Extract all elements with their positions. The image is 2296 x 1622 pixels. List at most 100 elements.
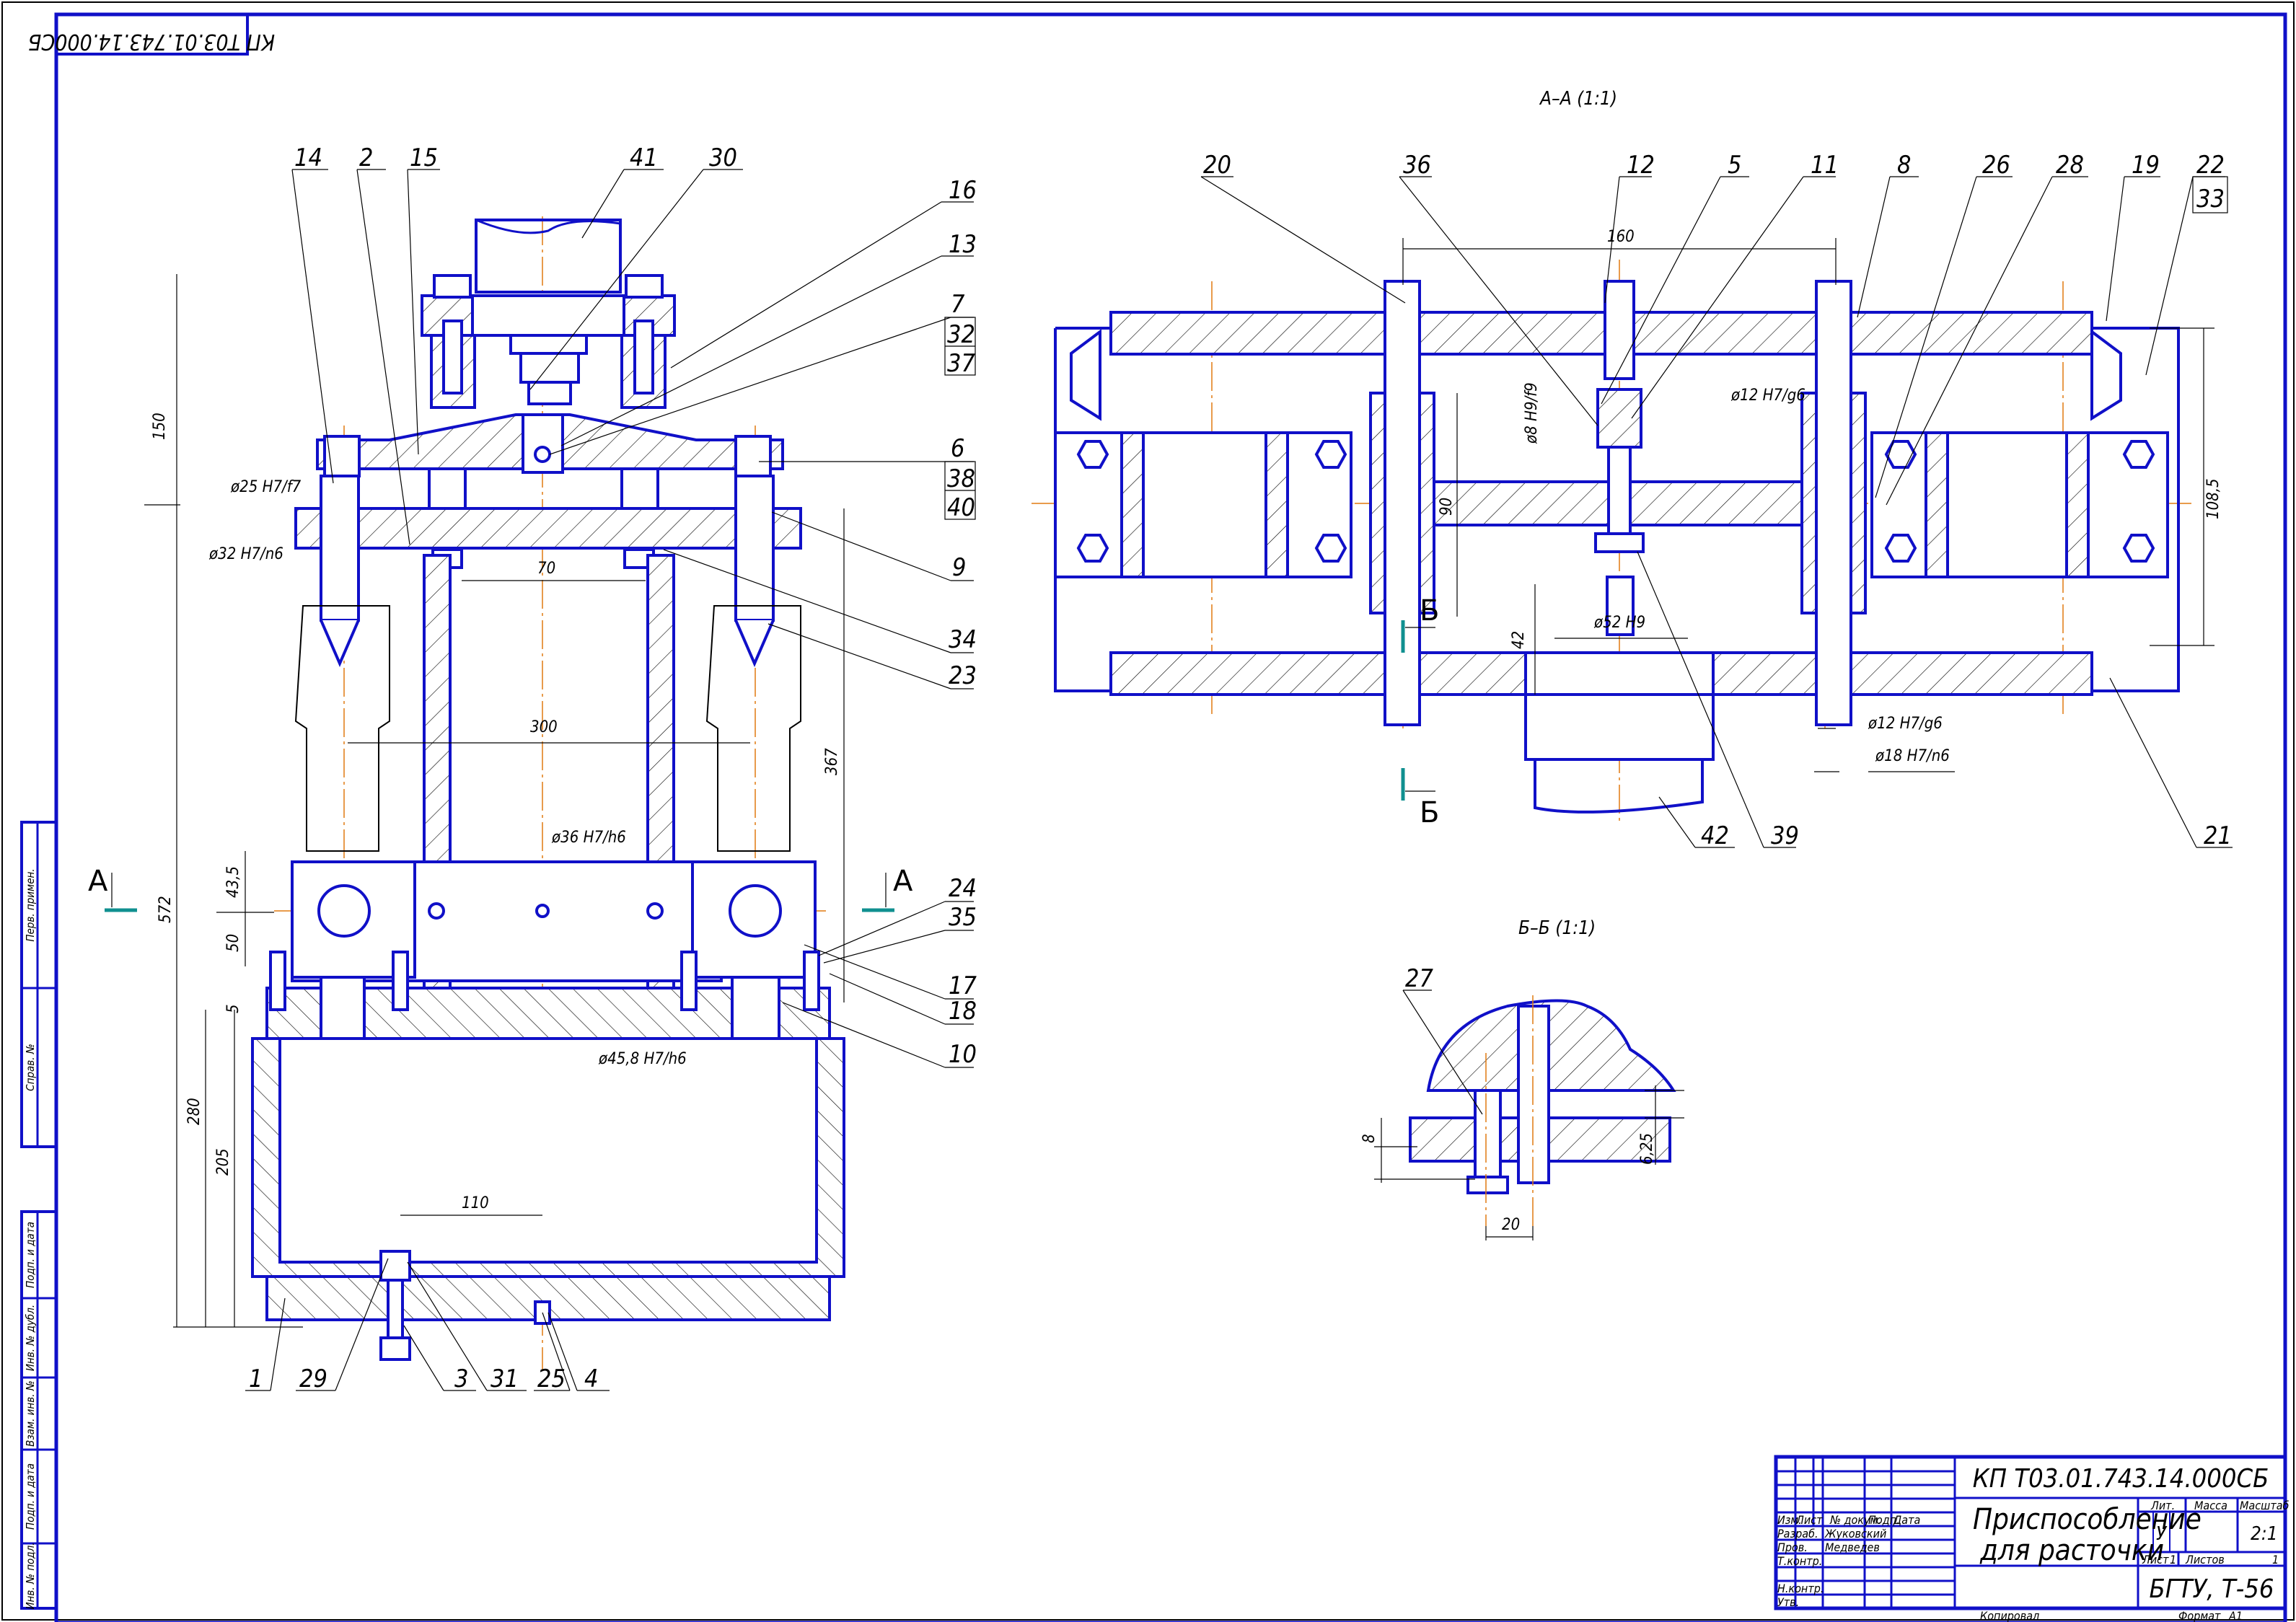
section-mark-a-right: А (893, 865, 913, 898)
leader-18: 18 (949, 997, 977, 1026)
fit-12-top: ø12 H7/g6 (1730, 387, 1805, 405)
fit-12-bottom: ø12 H7/g6 (1868, 715, 1943, 733)
title-block-name-line1: Приспособление (1973, 1503, 2202, 1536)
section-aa-title: А–А (1:1) (1539, 88, 1617, 110)
header-data: Дата (1893, 1513, 1920, 1527)
main-view-leader-labels: 14 2 15 41 30 16 13 7 32 37 6 38 40 9 34… (249, 144, 977, 1393)
section-bb-view: Б–Б (1:1) 8 6,25 20 27 (1360, 917, 1684, 1240)
leader-33: 33 (2196, 185, 2225, 213)
leader-27: 27 (1405, 964, 1433, 993)
leader-26: 26 (1982, 151, 2010, 180)
leader-14: 14 (294, 144, 322, 172)
leader-22: 22 (2196, 151, 2225, 180)
dim-20: 20 (1502, 1216, 1520, 1234)
sheet-value: 1 (2170, 1553, 2176, 1566)
format-label: Формат (2178, 1609, 2221, 1622)
leader-36: 36 (1403, 151, 1431, 180)
leader-8: 8 (1897, 151, 1911, 180)
dim-572: 572 (157, 896, 175, 923)
leader-12: 12 (1627, 151, 1655, 180)
designation-stamp-text: КП Т03.01.743.14.000СБ (28, 29, 275, 54)
fit-32: ø32 H7/n6 (208, 545, 283, 563)
sheets-label: Листов (2185, 1553, 2225, 1566)
leader-24: 24 (949, 874, 977, 903)
sheet-label: Лист (2142, 1553, 2169, 1566)
title-block-designation: КП Т03.01.743.14.000СБ (1973, 1464, 2269, 1494)
dim-90: 90 (1438, 498, 1456, 516)
leader-29: 29 (299, 1365, 327, 1393)
organization: БГТУ, Т-56 (2149, 1574, 2274, 1604)
dim-50: 50 (224, 934, 242, 952)
role-utv: Утв. (1777, 1595, 1799, 1609)
fit-36: ø36 H7/h6 (551, 829, 626, 847)
side-label-sign-date-2: Подп. и дата (24, 1463, 37, 1530)
dim-70: 70 (537, 560, 555, 578)
header-list: Лист (1795, 1513, 1823, 1527)
leader-39: 39 (1771, 821, 1799, 850)
role-tkontr: Т.контр. (1777, 1554, 1822, 1568)
side-strip: Перв. примен. Справ. № Подп. и дата Инв.… (20, 821, 58, 1610)
leader-13: 13 (949, 230, 977, 259)
leader-15: 15 (410, 144, 438, 172)
leader-10: 10 (949, 1040, 977, 1069)
header-izm: Изм. (1777, 1513, 1802, 1527)
section-aa-leader-labels: 20 36 12 5 11 8 26 28 19 22 33 42 39 21 (1203, 151, 2232, 850)
fit-25: ø25 H7/f7 (230, 478, 302, 496)
person-razrab: Жуковский (1824, 1527, 1886, 1541)
leader-19: 19 (2132, 151, 2160, 180)
role-razrab: Разраб. (1777, 1527, 1818, 1541)
dim-6-25: 6,25 (1638, 1133, 1656, 1165)
leader-7: 7 (951, 290, 965, 319)
leader-16: 16 (949, 176, 977, 205)
dim-43-5: 43,5 (224, 866, 242, 898)
header-podp: Подп. (1868, 1513, 1900, 1527)
dim-367: 367 (823, 748, 841, 775)
dim-8: 8 (1360, 1134, 1378, 1143)
role-nkontr: Н.контр. (1777, 1582, 1824, 1595)
dim-108-5: 108,5 (2204, 478, 2222, 519)
leader-6: 6 (951, 434, 964, 463)
mass-label: Масса (2194, 1499, 2227, 1512)
designation-stamp: КП Т03.01.743.14.000СБ (28, 13, 275, 56)
section-aa-view: А–А (1:1) (1032, 88, 2233, 850)
scale-value: 2:1 (2251, 1523, 2278, 1545)
leader-31: 31 (491, 1365, 519, 1393)
leader-4: 4 (584, 1365, 598, 1393)
leader-11: 11 (1811, 151, 1839, 180)
leader-5: 5 (1728, 151, 1741, 180)
dim-150: 150 (151, 413, 169, 440)
leader-34: 34 (949, 625, 977, 654)
side-label-dup-inv: Инв. № дубл. (24, 1305, 37, 1371)
side-label-orig-inv: Инв. № подл. (24, 1542, 37, 1609)
copied-label: Копировал (1980, 1609, 2039, 1622)
lit-label: Лит. (2150, 1499, 2175, 1512)
scale-label: Масштаб (2240, 1499, 2290, 1512)
person-prov: Медведев (1825, 1541, 1880, 1554)
leader-40: 40 (947, 493, 975, 522)
sheets-value: 1 (2272, 1553, 2279, 1566)
role-prov: Пров. (1777, 1541, 1808, 1554)
leader-3: 3 (454, 1365, 468, 1393)
format-value: А1 (2228, 1609, 2243, 1622)
leader-30: 30 (709, 144, 737, 172)
fit-52: ø52 H9 (1593, 614, 1645, 632)
fit-45: ø45,8 H7/h6 (598, 1050, 687, 1068)
dim-5: 5 (224, 1004, 242, 1013)
section-bb-title: Б–Б (1:1) (1518, 917, 1596, 939)
dim-160: 160 (1607, 228, 1635, 246)
leader-41: 41 (630, 144, 658, 172)
side-label-first-use: Перв. примен. (24, 868, 37, 941)
dim-42: 42 (1510, 631, 1528, 649)
dim-110: 110 (462, 1194, 489, 1212)
leader-9: 9 (952, 553, 966, 582)
fit-8: ø8 H9/f9 (1523, 382, 1541, 444)
main-view: 150 572 367 70 300 43,5 50 5 280 205 110… (88, 144, 977, 1393)
lit-value: У (2156, 1523, 2168, 1545)
section-mark-b-top: Б (1420, 594, 1439, 627)
leader-2: 2 (359, 144, 373, 172)
side-label-repl-inv: Взам. инв. № (24, 1380, 37, 1447)
leader-32: 32 (947, 320, 975, 349)
leader-21: 21 (2204, 821, 2232, 850)
